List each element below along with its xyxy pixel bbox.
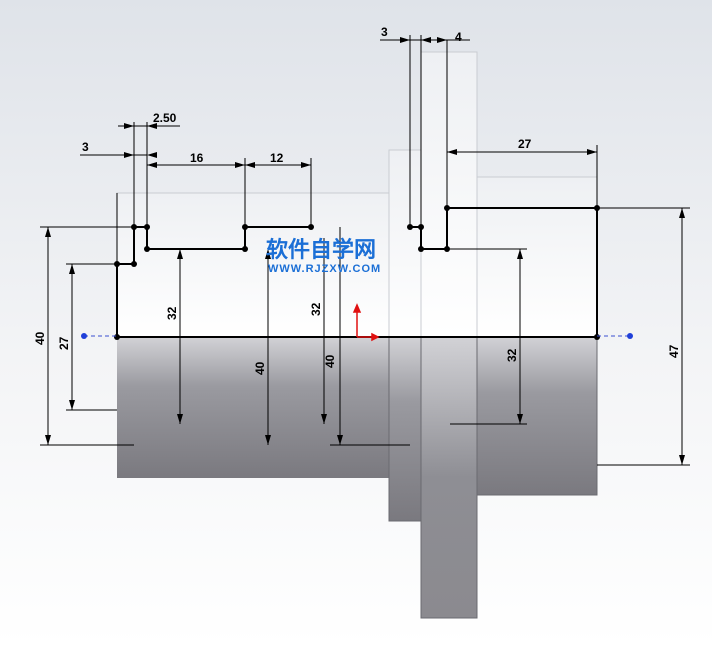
dim-mid-40-a: 40 bbox=[253, 361, 267, 375]
body-left-lower bbox=[117, 337, 389, 478]
dimension-arrows bbox=[45, 37, 685, 465]
sketch-vertices bbox=[114, 205, 600, 340]
watermark-logo: 软件自学网 WWW.RJZXW.COM bbox=[266, 237, 381, 275]
dim-right-27: 27 bbox=[518, 137, 532, 151]
dim-12: 12 bbox=[270, 151, 284, 165]
body-right-lower bbox=[476, 336, 598, 496]
dimension-geometry bbox=[40, 35, 690, 466]
centerline-point-left bbox=[81, 333, 87, 339]
body-left-upper bbox=[116, 192, 390, 338]
body-flange-lower bbox=[420, 336, 478, 619]
watermark-url: WWW.RJZXW.COM bbox=[268, 263, 381, 275]
dim-top-left-3: 3 bbox=[82, 140, 89, 154]
centerline-point-right bbox=[627, 333, 633, 339]
centerline bbox=[81, 333, 633, 339]
dim-mid-32-a: 32 bbox=[165, 306, 179, 320]
body-step-upper bbox=[388, 149, 422, 338]
body-step-lower bbox=[388, 336, 422, 522]
body-right-upper bbox=[476, 176, 598, 338]
dim-16: 16 bbox=[190, 151, 204, 165]
dim-left-27: 27 bbox=[57, 336, 71, 350]
dim-right-47: 47 bbox=[667, 344, 681, 358]
dim-left-40: 40 bbox=[33, 331, 47, 345]
part-body bbox=[116, 51, 598, 619]
dimension-labels[interactable]: 3 2.50 16 12 3 4 27 40 27 32 40 32 40 32… bbox=[33, 25, 681, 375]
dim-mid-40-b: 40 bbox=[323, 354, 337, 368]
dim-mid-32-b: 32 bbox=[309, 302, 323, 316]
body-flange-upper bbox=[420, 51, 478, 338]
dim-right-32: 32 bbox=[505, 348, 519, 362]
dim-2-50: 2.50 bbox=[153, 111, 177, 125]
watermark-chinese: 软件自学网 bbox=[266, 237, 376, 263]
dim-top-right-4: 4 bbox=[455, 30, 462, 44]
origin-icon[interactable] bbox=[352, 303, 380, 342]
dim-top-right-3: 3 bbox=[381, 25, 388, 39]
